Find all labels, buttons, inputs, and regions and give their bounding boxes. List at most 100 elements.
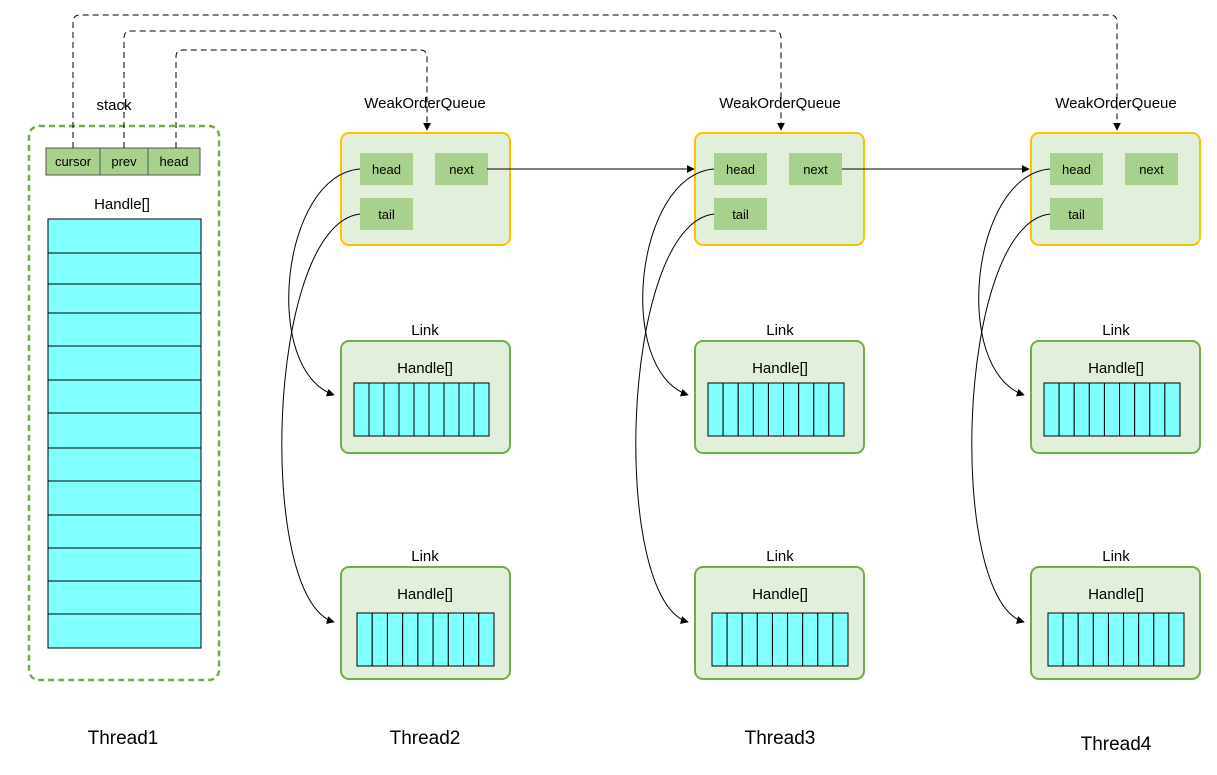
stack-handle-cell <box>47 312 202 347</box>
link-handle-cell <box>798 382 815 437</box>
link-handle-cell <box>787 612 804 667</box>
queue-next-field <box>435 153 488 185</box>
queue-head-field <box>1050 153 1103 185</box>
queue-title: WeakOrderQueue <box>364 95 485 112</box>
thread4-label: Thread4 <box>1081 734 1152 755</box>
link-title: Link <box>1102 322 1130 339</box>
link-handle-cell <box>432 612 449 667</box>
link-handle-cell <box>1134 382 1151 437</box>
queue-next-field-label: next <box>803 162 828 177</box>
queue-next-field <box>789 153 842 185</box>
link-array-label: Handle[] <box>752 586 808 603</box>
link-handle-cell <box>458 382 475 437</box>
stack-field-prev <box>99 147 149 176</box>
link-handle-cell <box>1077 612 1094 667</box>
link-handle-cell <box>356 612 373 667</box>
link-handle-cell <box>1058 382 1075 437</box>
queue-head-field-label: head <box>726 162 755 177</box>
link-handle-cell <box>722 382 739 437</box>
link-handle-cell <box>473 382 490 437</box>
head-to-link-arrow <box>288 168 361 397</box>
link-handle-cell <box>1119 382 1136 437</box>
link-handle-cell <box>443 382 460 437</box>
link-handle-cell <box>1149 382 1166 437</box>
thread3-label: Thread3 <box>745 728 816 749</box>
link-title: Link <box>766 548 794 565</box>
queue-tail-field-label: tail <box>732 207 749 222</box>
stack-field-prev-label: prev <box>111 154 137 169</box>
link-handle-cell <box>1047 612 1064 667</box>
stack-handle-cell <box>47 514 202 549</box>
stack-handle-cell <box>47 283 202 314</box>
link-handle-cell <box>707 382 724 437</box>
link-handle-cell <box>353 382 370 437</box>
link-handle-cell <box>398 382 415 437</box>
stack-handle-array <box>47 218 202 649</box>
cursor-reference-arrow <box>72 14 1121 148</box>
stack-handle-cell <box>47 580 202 615</box>
link-handle-cell <box>752 382 769 437</box>
queue-head-field-label: head <box>1062 162 1091 177</box>
stack-fields: cursor prev head <box>45 147 201 176</box>
queue-tail-field-label: tail <box>1068 207 1085 222</box>
stack-handle-cell <box>47 345 202 381</box>
link-handle-cell <box>1107 612 1125 667</box>
stack-array-label: Handle[] <box>94 196 150 213</box>
link-handle-cell <box>756 612 773 667</box>
stack-handle-cell <box>47 447 202 482</box>
stack-field-head-label: head <box>160 154 189 169</box>
link-array-label: Handle[] <box>752 360 808 377</box>
link-title: Link <box>1102 548 1130 565</box>
stack-handle-cell <box>47 379 202 414</box>
queue-next-field-label: next <box>449 162 474 177</box>
stack-handle-cell <box>47 547 202 582</box>
link-array-label: Handle[] <box>1088 586 1144 603</box>
link-handle-cell <box>402 612 419 667</box>
link-title: Link <box>766 322 794 339</box>
link-handle-cell <box>386 612 404 667</box>
link-handle-cell <box>802 612 819 667</box>
queue-next-field-label: next <box>1139 162 1164 177</box>
head-reference-arrow <box>175 49 431 148</box>
queue-tail-field <box>1050 198 1103 230</box>
link-handle-cell <box>417 612 434 667</box>
queue-tail-field <box>360 198 413 230</box>
stack-title: stack <box>96 97 132 114</box>
queue-next-field <box>1125 153 1178 185</box>
link-array-label: Handle[] <box>1088 360 1144 377</box>
head-to-link-arrow <box>978 168 1051 397</box>
link-handle-cell <box>1123 612 1140 667</box>
link-handle-cell <box>1103 382 1121 437</box>
thread1-stack: stack cursor prev head Handle[] <box>27 97 221 682</box>
link-handle-cell <box>767 382 785 437</box>
stack-references <box>72 14 1121 148</box>
link-handle-cell <box>741 612 758 667</box>
stack-handle-cell <box>47 480 202 516</box>
stack-field-head <box>147 147 201 176</box>
link-handle-cell <box>813 382 830 437</box>
link-handle-cell <box>463 612 480 667</box>
link-handle-cell <box>783 382 800 437</box>
stack-handle-cell <box>47 218 202 254</box>
link-title: Link <box>411 548 439 565</box>
queue-tail-field <box>714 198 767 230</box>
link-handle-cell <box>478 612 495 667</box>
link-handle-cell <box>832 612 849 667</box>
stack-handle-cell <box>47 412 202 449</box>
prev-reference-arrow <box>123 30 785 148</box>
link-handle-cell <box>428 382 445 437</box>
link-handle-cell <box>413 382 430 437</box>
link-handle-cell <box>1092 612 1109 667</box>
link-handle-cell <box>1062 612 1079 667</box>
tail-to-link-arrow <box>635 213 715 624</box>
link-handle-cell <box>771 612 789 667</box>
link-handle-cell <box>726 612 743 667</box>
link-handle-cell <box>1168 612 1185 667</box>
stack-handle-cell <box>47 252 202 285</box>
link-handle-cell <box>368 382 385 437</box>
link-handle-cell <box>1088 382 1105 437</box>
tail-to-link-arrow <box>971 213 1051 624</box>
